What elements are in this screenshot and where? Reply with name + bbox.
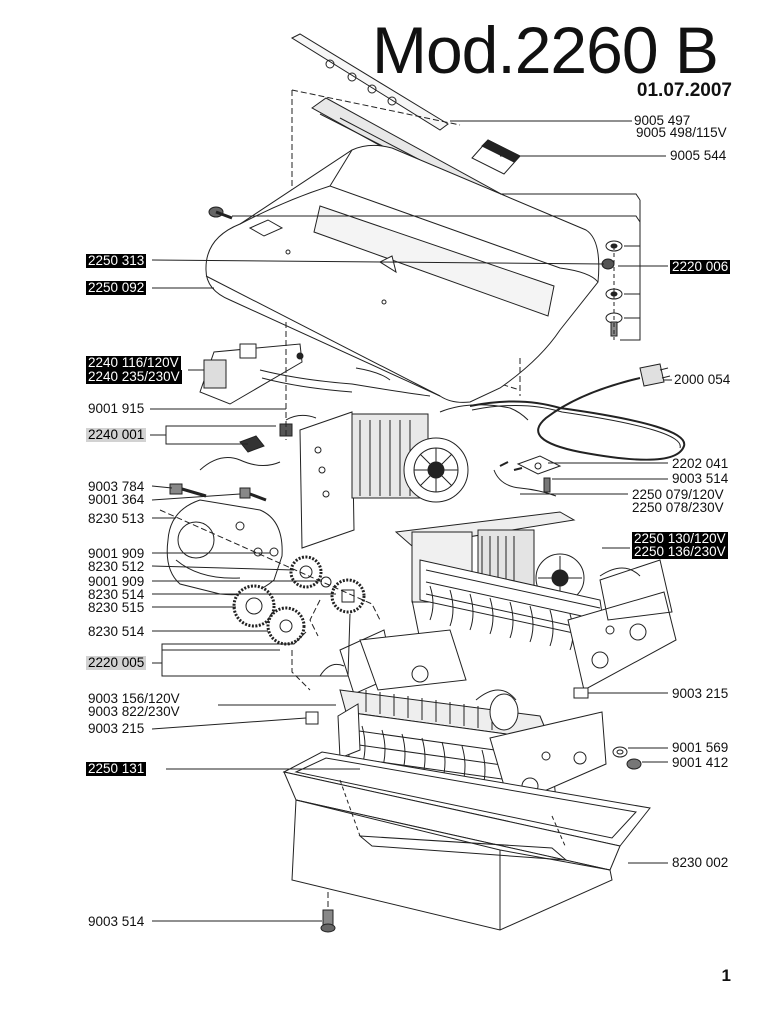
part-label-highlighted: 2250 313: [86, 253, 147, 268]
part-label: 9003 156/120V: [88, 691, 180, 706]
part-label: 8230 002: [672, 855, 729, 870]
power-cord: [469, 363, 686, 461]
warning-label-strip: [290, 33, 449, 131]
part-label-highlighted: 2250 131: [86, 761, 147, 776]
right-cutting-unit: [394, 511, 677, 691]
upper-motor: [299, 411, 469, 549]
part-label-highlighted: 2220 006: [670, 259, 731, 274]
part-label: 9005 544: [670, 148, 727, 163]
cover-knob: [208, 206, 233, 220]
part-label-tinted: 2240 001: [86, 427, 147, 442]
left-screws: [169, 483, 267, 502]
part-label-highlighted: 2250 136/230V: [632, 544, 728, 559]
part-label: 2202 041: [672, 456, 729, 471]
top-cover: [205, 144, 600, 403]
assembly-lines: [159, 322, 521, 910]
part-label: 2250 078/230V: [632, 500, 724, 515]
part-label: 9001 909: [88, 574, 145, 589]
part-label-highlighted: 2250 130/120V: [632, 531, 728, 546]
part-label: 9001 915: [88, 401, 145, 416]
part-label: 9001 569: [672, 740, 729, 755]
part-label: 2000 054: [674, 372, 731, 387]
gears: [232, 547, 366, 646]
part-label: 9003 514: [88, 914, 145, 929]
part-label: 9001 909: [88, 546, 145, 561]
part-label: 8230 514: [88, 624, 145, 639]
page-number: 1: [721, 966, 731, 985]
leader-lines: [150, 120, 672, 922]
part-label: 9005 498/115V: [636, 125, 727, 140]
part-label: 9003 215: [88, 721, 145, 736]
part-label: 9003 784: [88, 479, 145, 494]
model-title: Mod.2260 B: [372, 13, 719, 87]
part-label: 9005 497: [634, 113, 691, 128]
cord-clamp: [516, 455, 562, 493]
washer-stack: [601, 240, 623, 340]
part-label-highlighted: 2240 116/120V: [86, 355, 181, 370]
part-label: 9003 215: [672, 686, 729, 701]
part-label-tinted: 2220 005: [86, 655, 147, 670]
washer-nut: [612, 746, 642, 770]
part-label: 9001 364: [88, 492, 145, 507]
ideal-badge: [471, 139, 521, 175]
part-label: 8230 515: [88, 600, 145, 615]
part-label: 2250 079/120V: [632, 487, 724, 502]
part-label: 9003 822/230V: [88, 704, 180, 719]
gear-housing: [166, 499, 283, 596]
part-label: 9001 412: [672, 755, 729, 770]
revision-date: 01.07.2007: [636, 80, 732, 101]
part-label-highlighted: 2250 092: [86, 280, 147, 295]
part-label-highlighted: 2240 235/230V: [86, 369, 182, 384]
part-label: 8230 514: [88, 587, 145, 602]
bottom-screw: [320, 909, 336, 933]
part-label: 9003 514: [672, 471, 729, 486]
base-tray: [282, 751, 651, 931]
part-label: 8230 513: [88, 511, 145, 526]
part-label: 8230 512: [88, 559, 145, 574]
switch-board: [199, 343, 304, 405]
